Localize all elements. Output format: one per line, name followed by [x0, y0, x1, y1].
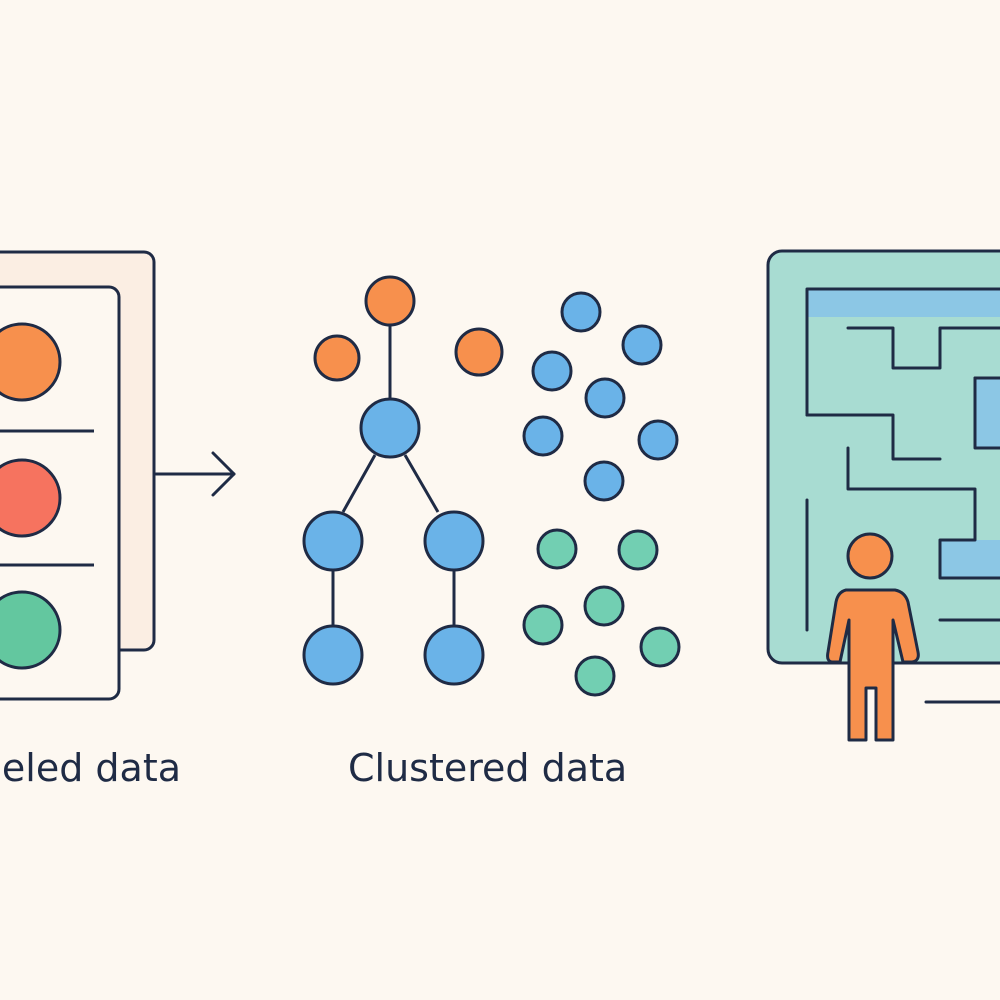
cluster-point-blue — [531, 350, 573, 392]
tree-node-orange-left — [313, 334, 361, 382]
labeled-dot-red — [0, 458, 62, 538]
tree-node-right — [423, 510, 485, 572]
cluster-point-blue — [584, 377, 626, 419]
labeled-dot-green — [0, 590, 62, 670]
cluster-point-teal — [574, 655, 616, 697]
cluster-point-teal — [536, 528, 578, 570]
cluster-point-teal — [583, 585, 625, 627]
tree-node-orange-right — [454, 327, 504, 377]
tree-node-left — [302, 510, 364, 572]
cluster-point-teal — [639, 626, 681, 668]
maze-path-highlight — [807, 289, 1000, 317]
maze-path-highlight — [975, 378, 1000, 448]
tree-edge — [403, 454, 440, 513]
maze-path-highlight — [940, 540, 1000, 578]
stacked-cards-icon — [0, 250, 156, 701]
tree-node-leaf-right — [423, 624, 485, 686]
person-head — [846, 532, 894, 580]
tree-node-root — [359, 397, 421, 459]
arrow-right-icon — [154, 451, 236, 497]
maze-walls — [805, 287, 1000, 704]
caption-labeled-data: Labeled data — [0, 749, 181, 787]
cluster-point-blue — [637, 419, 679, 461]
cluster-point-teal — [522, 604, 564, 646]
cluster-point-blue — [522, 415, 564, 457]
labeled-dot-orange — [0, 322, 62, 402]
person-icon — [826, 532, 920, 742]
tree-node-leaf-left — [302, 624, 364, 686]
person-body — [826, 588, 920, 742]
tree-node-orange-top — [364, 275, 416, 327]
point-clusters-icon — [522, 291, 681, 697]
cluster-point-blue — [621, 324, 663, 366]
caption-clustered-data: Clustered data — [348, 746, 628, 790]
cluster-point-blue — [583, 460, 625, 502]
cluster-point-blue — [560, 291, 602, 333]
tree-edge — [341, 454, 377, 513]
cluster-point-teal — [617, 529, 659, 571]
hierarchy-tree-icon — [302, 275, 504, 686]
maze-icon — [766, 249, 1000, 704]
